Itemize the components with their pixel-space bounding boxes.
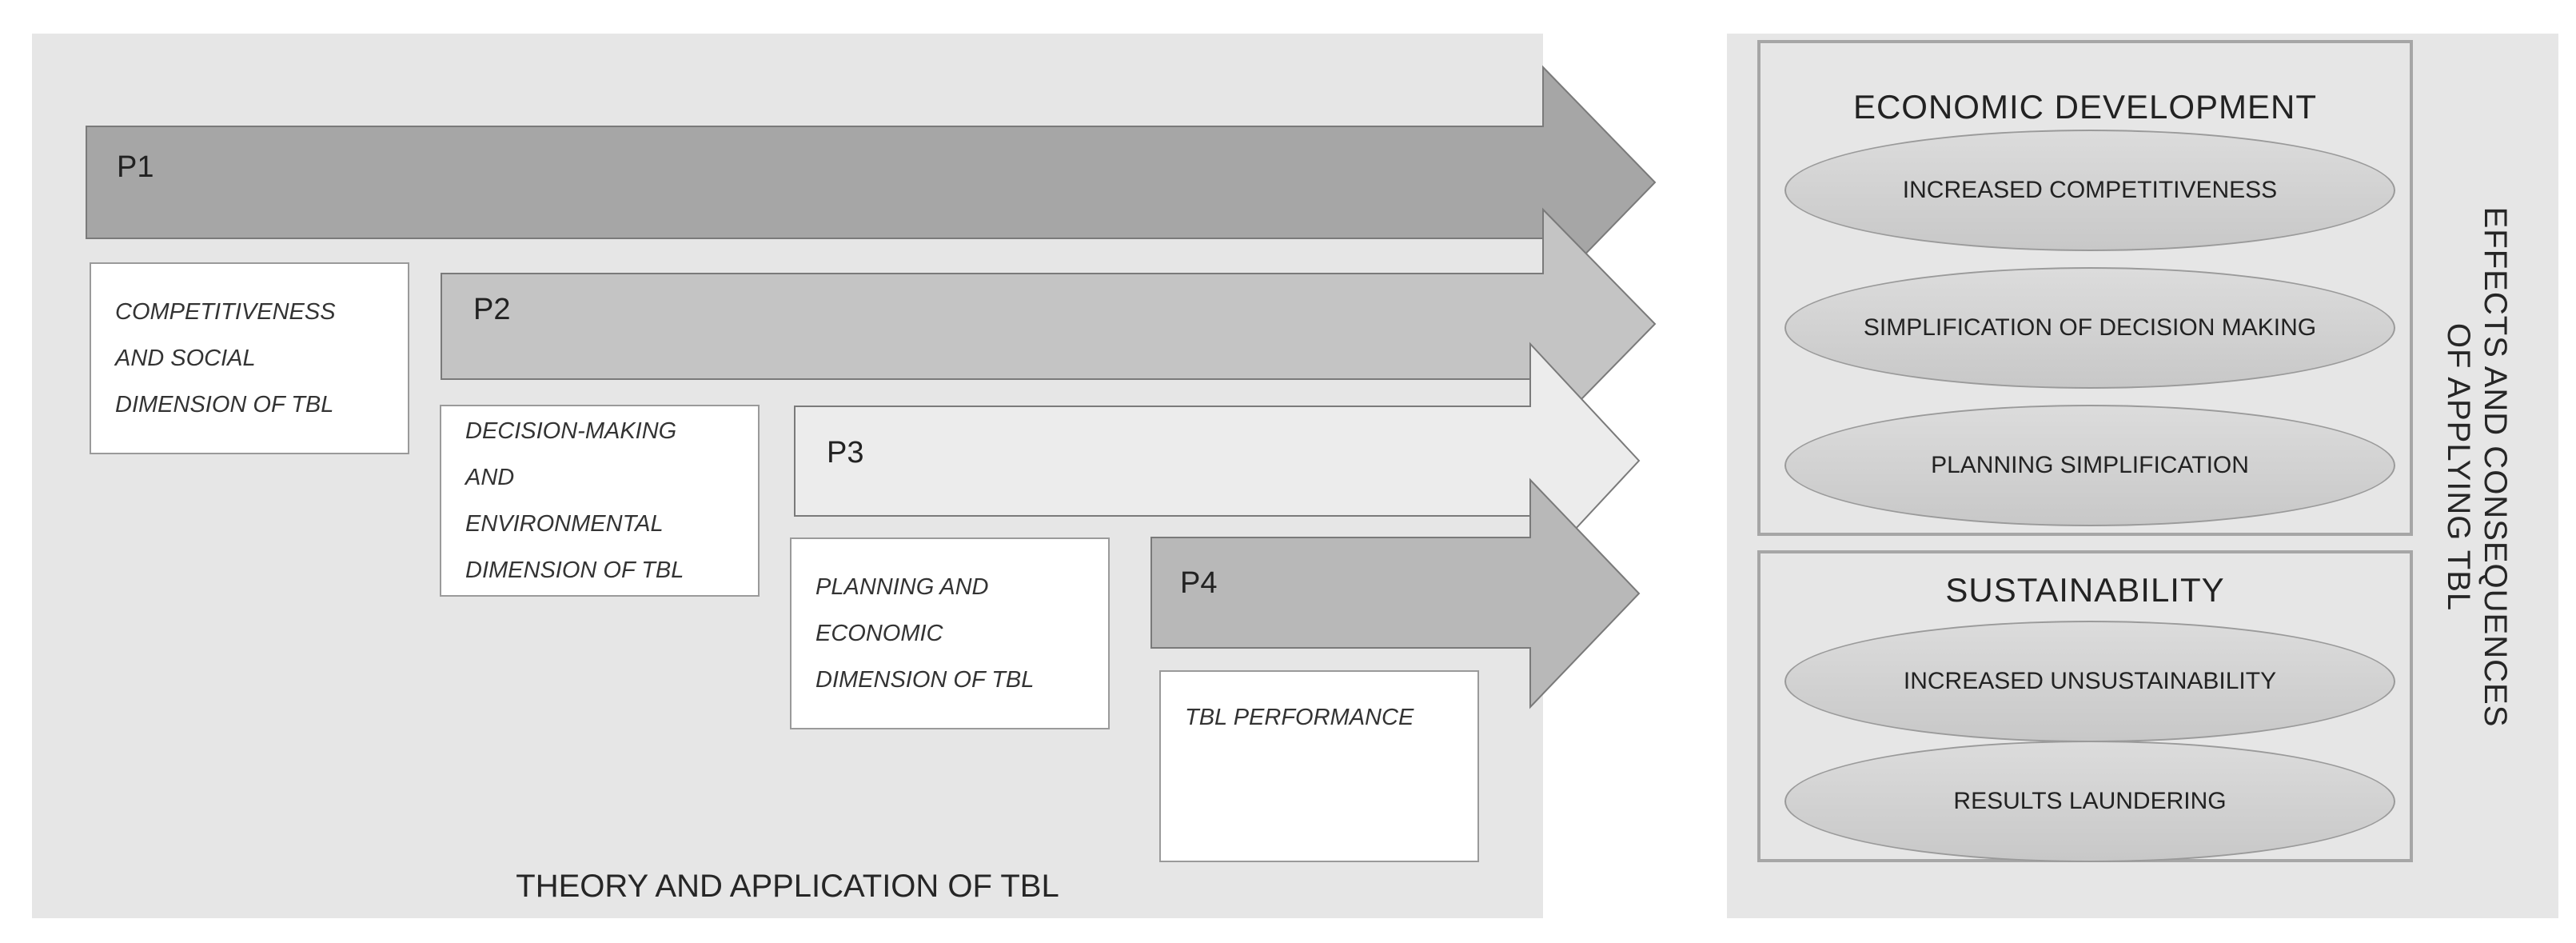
arrow-label-p2: P2: [473, 293, 511, 326]
arrow-label-p3: P3: [827, 436, 864, 470]
arrow-p1: [86, 65, 1657, 300]
description-box-p3: PLANNING AND ECONOMIC DIMENSION OF TBL: [790, 537, 1110, 729]
arrow-p3: [794, 342, 1641, 580]
effects-panel-title: EFFECTS AND CONSEQUENCES OF APPLYING TBL: [2437, 187, 2517, 747]
arrow-label-p4: P4: [1180, 566, 1218, 600]
arrow-p4: [1150, 477, 1641, 709]
description-box-p4: TBL PERFORMANCE: [1159, 670, 1479, 862]
description-box-p2: DECISION-MAKING AND ENVIRONMENTAL DIMENS…: [440, 405, 760, 597]
effect-results-laundering: RESULTS LAUNDERING: [1784, 741, 2395, 862]
economic-development-group: ECONOMIC DEVELOPMENT INCREASED COMPETITI…: [1757, 40, 2413, 536]
effect-simplification-of-decision-making: SIMPLIFICATION OF DECISION MAKING: [1784, 267, 2395, 389]
effect-planning-simplification: PLANNING SIMPLIFICATION: [1784, 405, 2395, 526]
arrow-p2: [441, 207, 1657, 441]
effect-increased-competitiveness: INCREASED COMPETITIVENESS: [1784, 130, 2395, 251]
sustainability-group: SUSTAINABILITY INCREASED UNSUSTAINABILIT…: [1757, 550, 2413, 862]
economic-development-title: ECONOMIC DEVELOPMENT: [1852, 88, 2318, 126]
theory-panel-caption: THEORY AND APPLICATION OF TBL: [516, 869, 1059, 904]
sustainability-title: SUSTAINABILITY: [1945, 571, 2225, 609]
effects-panel-title-text: EFFECTS AND CONSEQUENCES OF APPLYING TBL: [2441, 206, 2513, 728]
description-box-p1: COMPETITIVENESS AND SOCIAL DIMENSION OF …: [90, 262, 409, 454]
arrow-label-p1: P1: [117, 150, 154, 184]
effect-increased-unsustainability: INCREASED UNSUSTAINABILITY: [1784, 621, 2395, 742]
